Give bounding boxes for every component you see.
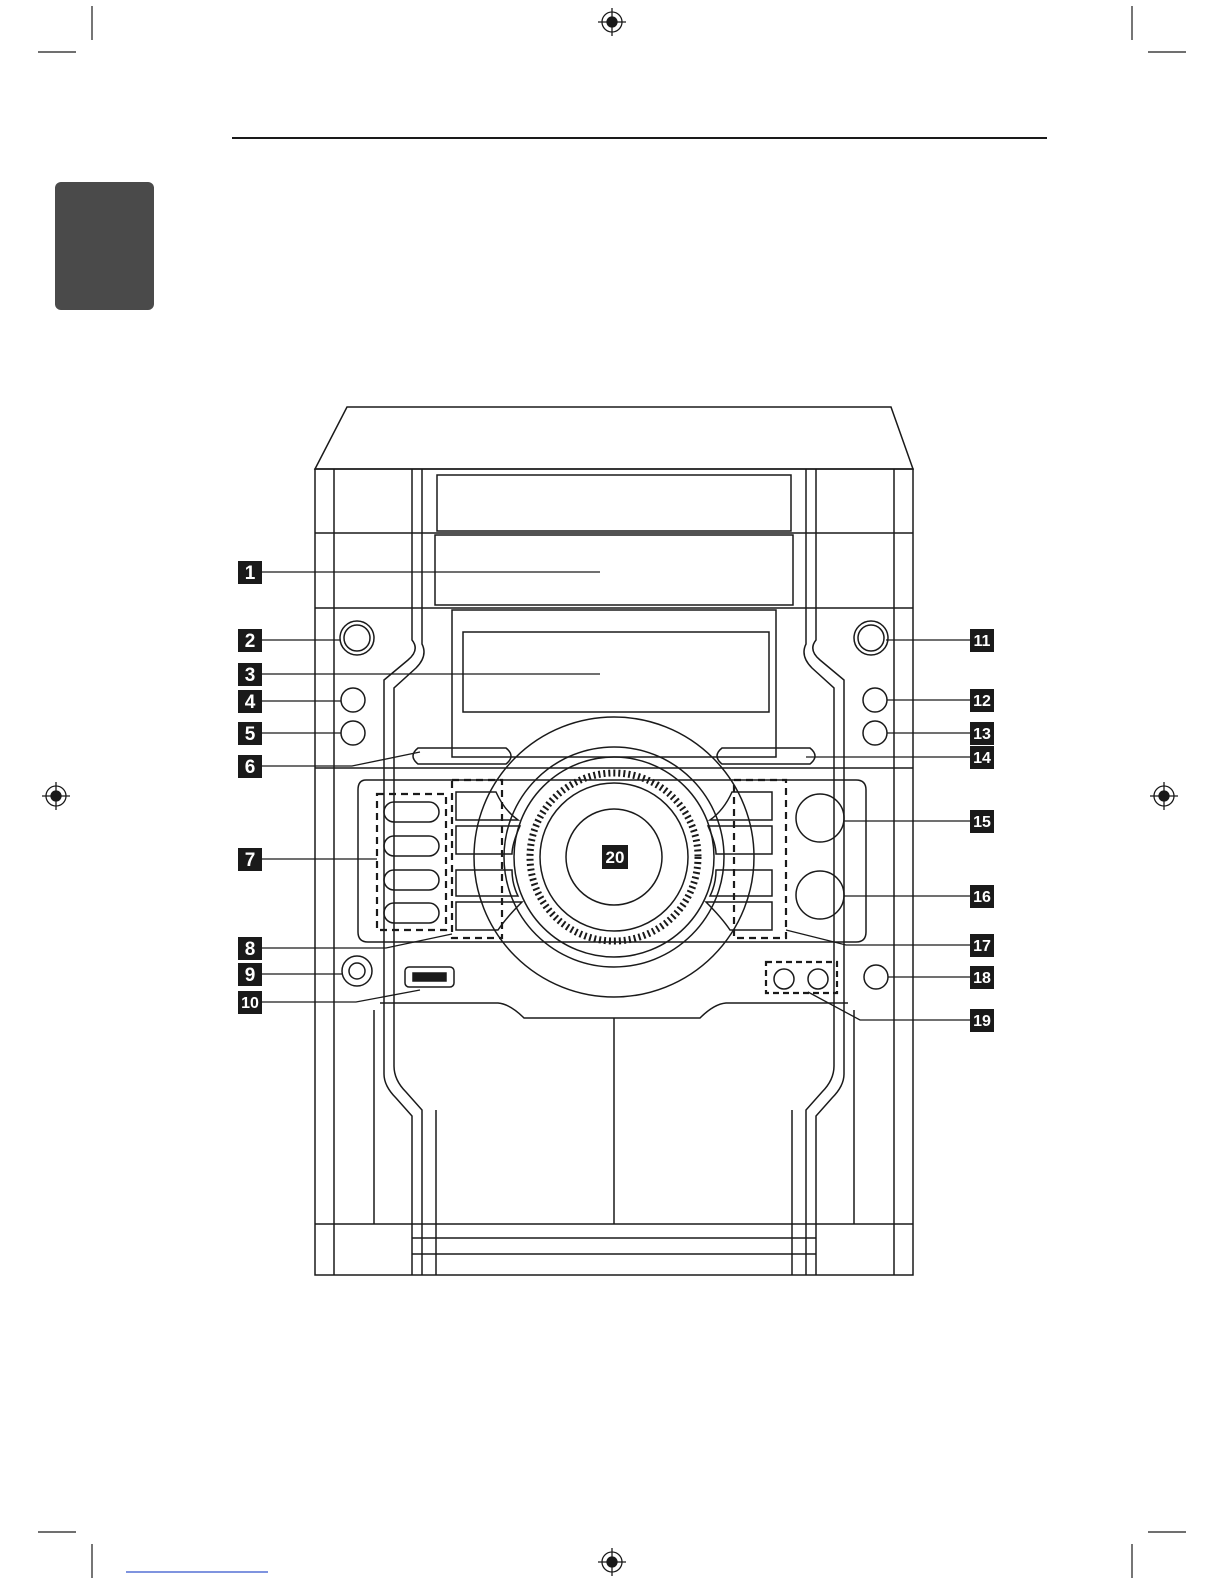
callout-19: 19 bbox=[970, 1009, 994, 1032]
callout-1: 1 bbox=[238, 561, 262, 584]
callout-6: 6 bbox=[238, 755, 262, 778]
svg-text:12: 12 bbox=[973, 693, 991, 710]
open-close-slot-right bbox=[717, 748, 815, 764]
chapter-side-tab bbox=[55, 182, 154, 310]
registration-crosshair-icon bbox=[598, 1548, 626, 1576]
button-18 bbox=[864, 965, 888, 989]
callout-17: 17 bbox=[970, 934, 994, 957]
svg-text:7: 7 bbox=[245, 850, 256, 871]
registration-crosshair-icon bbox=[42, 782, 70, 810]
device-top-cover bbox=[315, 407, 913, 469]
button-13 bbox=[863, 721, 887, 745]
callout-4: 4 bbox=[238, 690, 262, 713]
svg-text:2: 2 bbox=[245, 631, 256, 652]
callout-2: 2 bbox=[238, 629, 262, 652]
callout-9: 9 bbox=[238, 963, 262, 986]
jack-19b bbox=[808, 969, 828, 989]
svg-text:20: 20 bbox=[606, 848, 625, 867]
svg-text:18: 18 bbox=[973, 970, 991, 987]
svg-text:16: 16 bbox=[973, 889, 991, 906]
button-2 bbox=[340, 621, 374, 655]
svg-text:9: 9 bbox=[245, 965, 256, 986]
callout-7: 7 bbox=[238, 848, 262, 871]
jack-9 bbox=[342, 956, 372, 986]
registration-crosshair-icon bbox=[1150, 782, 1178, 810]
svg-text:17: 17 bbox=[973, 938, 991, 955]
open-close-slot-left bbox=[413, 748, 511, 764]
callout-16: 16 bbox=[970, 885, 994, 908]
svg-text:10: 10 bbox=[241, 995, 259, 1012]
disc-tray bbox=[435, 535, 793, 605]
jack-19a bbox=[774, 969, 794, 989]
svg-text:1: 1 bbox=[245, 563, 256, 584]
crop-marks bbox=[38, 6, 1186, 1578]
button-5 bbox=[341, 721, 365, 745]
device-front-panel bbox=[315, 407, 913, 1275]
svg-text:15: 15 bbox=[973, 814, 991, 831]
callout-8: 8 bbox=[238, 937, 262, 960]
button-11 bbox=[854, 621, 888, 655]
callout-11: 11 bbox=[970, 629, 994, 652]
callout-13: 13 bbox=[970, 722, 994, 745]
callout-18: 18 bbox=[970, 966, 994, 989]
callout-5: 5 bbox=[238, 722, 262, 745]
svg-text:5: 5 bbox=[245, 724, 256, 745]
svg-text:4: 4 bbox=[245, 692, 256, 713]
svg-text:11: 11 bbox=[974, 633, 991, 650]
svg-text:8: 8 bbox=[245, 939, 256, 960]
callout-3: 3 bbox=[238, 663, 262, 686]
button-4 bbox=[341, 688, 365, 712]
callout-10: 10 bbox=[238, 991, 262, 1014]
svg-text:6: 6 bbox=[245, 757, 256, 778]
callout-14: 14 bbox=[970, 746, 994, 769]
button-12 bbox=[863, 688, 887, 712]
registration-crosshair-icon bbox=[598, 8, 626, 36]
display-window bbox=[463, 632, 769, 712]
svg-text:19: 19 bbox=[973, 1013, 991, 1030]
svg-text:13: 13 bbox=[973, 726, 991, 743]
knob-15 bbox=[796, 794, 844, 842]
callout-12: 12 bbox=[970, 689, 994, 712]
callout-15: 15 bbox=[970, 810, 994, 833]
callout-leaders bbox=[262, 572, 970, 1020]
svg-text:3: 3 bbox=[245, 665, 256, 686]
callout-20: 20 bbox=[602, 845, 628, 869]
svg-text:14: 14 bbox=[973, 750, 991, 767]
knob-16 bbox=[796, 871, 844, 919]
